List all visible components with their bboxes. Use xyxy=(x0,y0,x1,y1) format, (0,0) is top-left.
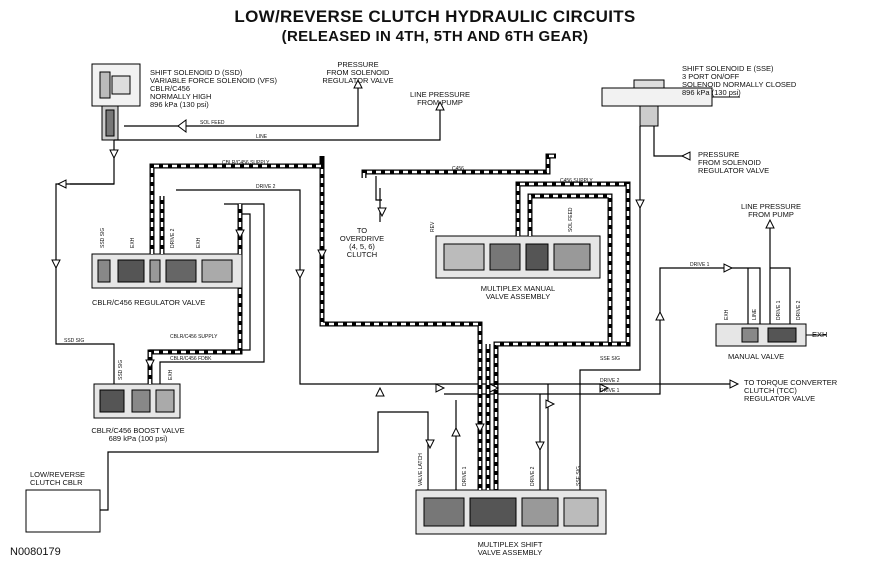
sol-feed-vertical-label: SOL FEED xyxy=(568,207,574,232)
sse-label-1: SHIFT SOLENOID E (SSE) xyxy=(682,64,774,73)
sol-feed-label: SOL FEED xyxy=(200,120,225,126)
low-reverse-label-2: CLUTCH CBLR xyxy=(30,478,83,487)
sse-label-2: 3 PORT ON/OFF xyxy=(682,72,740,81)
drive1-shift-vertical-label: DRIVE 1 xyxy=(462,466,468,486)
exh-manual-vertical-label: EXH xyxy=(724,309,730,320)
multiplex-shift-label-1: MULTIPLEX SHIFT xyxy=(477,540,543,549)
drive2-shift-vertical-label: DRIVE 2 xyxy=(530,466,536,486)
line-pressure-label-1: LINE PRESSURE xyxy=(409,90,471,99)
line-pressure-right-label-2: FROM PUMP xyxy=(748,210,794,219)
drive2-label: DRIVE 2 xyxy=(256,184,276,190)
sse-label-3: SOLENOID NORMALLY CLOSED xyxy=(682,80,797,89)
ssd-sig-vertical-label: SSD SIG xyxy=(100,227,106,248)
tcc-label-2: CLUTCH (TCC) xyxy=(744,386,797,395)
pressure-solenoid-right-label-2: FROM SOLENOID xyxy=(698,158,761,167)
exhaust-circuits xyxy=(147,153,631,490)
cblr-feedback-label: CBLR/C456 FDBK xyxy=(170,356,212,362)
low-reverse-label-1: LOW/REVERSE xyxy=(30,470,86,479)
manual-valve-body xyxy=(715,323,826,347)
pressure-solenoid-label-3: REGULATOR VALVE xyxy=(322,76,394,85)
pressure-solenoid-label-1: PRESSURE xyxy=(337,60,379,69)
pressure-solenoid-right-label-3: REGULATOR VALVE xyxy=(698,166,770,175)
rev-vertical-label: REV xyxy=(430,221,436,232)
multiplex-manual-label-2: VALVE ASSEMBLY xyxy=(485,292,551,301)
exh-vertical-left-label: EXH xyxy=(130,237,136,248)
cblr-supply-label: CBLR/C456 SUPPLY xyxy=(222,160,270,166)
boost-valve-label-2: 689 kPa (100 psi) xyxy=(108,434,168,443)
low-reverse-clutch-box xyxy=(25,489,101,533)
drive2-lower-label: DRIVE 2 xyxy=(600,378,620,384)
exh-vertical-label: EXH xyxy=(196,237,202,248)
sse-sig-shift-vertical-label: SSE SIG xyxy=(576,465,582,486)
drive2-manual-vertical-label: DRIVE 2 xyxy=(796,300,802,320)
c456-supply-label: C456 SUPPLY xyxy=(560,178,593,184)
drive1-lower-label: DRIVE 1 xyxy=(600,388,620,394)
line-manual-vertical-label: LINE xyxy=(752,308,758,320)
regulator-valve-label: CBLR/C456 REGULATOR VALVE xyxy=(92,298,206,307)
diagram-subtitle: (RELEASED IN 4TH, 5TH AND 6TH GEAR) xyxy=(281,28,589,45)
line-label: LINE xyxy=(256,134,268,140)
cblr-supply-lower-label: CBLR/C456 SUPPLY xyxy=(170,334,218,340)
cblr-regulator-valve-body xyxy=(91,253,243,289)
drive1-top-label: DRIVE 1 xyxy=(690,262,710,268)
diagram-title: LOW/REVERSE CLUTCH HYDRAULIC CIRCUITS xyxy=(234,7,636,26)
multiplex-manual-label-1: MULTIPLEX MANUAL xyxy=(480,284,556,293)
tcc-label-3: REGULATOR VALVE xyxy=(744,394,816,403)
drive1-manual-vertical-label: DRIVE 1 xyxy=(776,300,782,320)
ssd-label-2: VARIABLE FORCE SOLENOID (VFS) xyxy=(150,76,277,85)
line-pressure-label-2: FROM PUMP xyxy=(417,98,463,107)
pressure-solenoid-right-label-1: PRESSURE xyxy=(698,150,740,159)
drive2-vertical-label: DRIVE 2 xyxy=(170,228,176,248)
figure-id: N0080179 xyxy=(10,546,61,558)
pressure-solenoid-label-2: FROM SOLENOID xyxy=(326,68,390,77)
line-pressure-right-label-1: LINE PRESSURE xyxy=(740,202,802,211)
overdrive-label-4: CLUTCH xyxy=(346,250,378,259)
sse-sig-label: SSE SIG xyxy=(600,356,621,362)
exh-boost-vertical-label: EXH xyxy=(168,369,174,380)
flow-arrows xyxy=(51,78,775,452)
manual-valve-label: MANUAL VALVE xyxy=(728,352,785,361)
boost-valve-body xyxy=(93,383,181,419)
ssd-label-5: 896 kPa (130 psi) xyxy=(150,100,209,109)
multiplex-shift-label-2: VALVE ASSEMBLY xyxy=(477,548,543,557)
sse-label-4: 896 kPa (130 psi) xyxy=(682,88,741,97)
shift-solenoid-e xyxy=(601,79,740,127)
overdrive-label-3: (4, 5, 6) xyxy=(349,242,375,251)
overdrive-label-2: OVERDRIVE xyxy=(339,234,385,243)
ssd-label-3: CBLR/C456 xyxy=(150,84,191,93)
valve-latch-vertical-label: VALVE LATCH xyxy=(418,453,424,486)
c456-label: C456 xyxy=(452,166,464,172)
overdrive-label-1: TO xyxy=(356,226,368,235)
ssd-sig-label: SSD SIG xyxy=(64,338,85,344)
multiplex-manual-valve-body xyxy=(435,235,601,279)
ssd-sig-boost-vertical-label: SSD SIG xyxy=(118,359,124,380)
boost-valve-label-1: CBLR/C456 BOOST VALVE xyxy=(91,426,185,435)
ssd-label-4: NORMALLY HIGH xyxy=(150,92,212,101)
manual-valve-exh-label: EXH xyxy=(812,330,828,339)
tcc-label-1: TO TORQUE CONVERTER xyxy=(744,378,838,387)
ssd-label-1: SHIFT SOLENOID D (SSD) xyxy=(150,68,243,77)
shift-solenoid-d xyxy=(91,63,141,141)
multiplex-shift-valve-body xyxy=(415,489,607,535)
